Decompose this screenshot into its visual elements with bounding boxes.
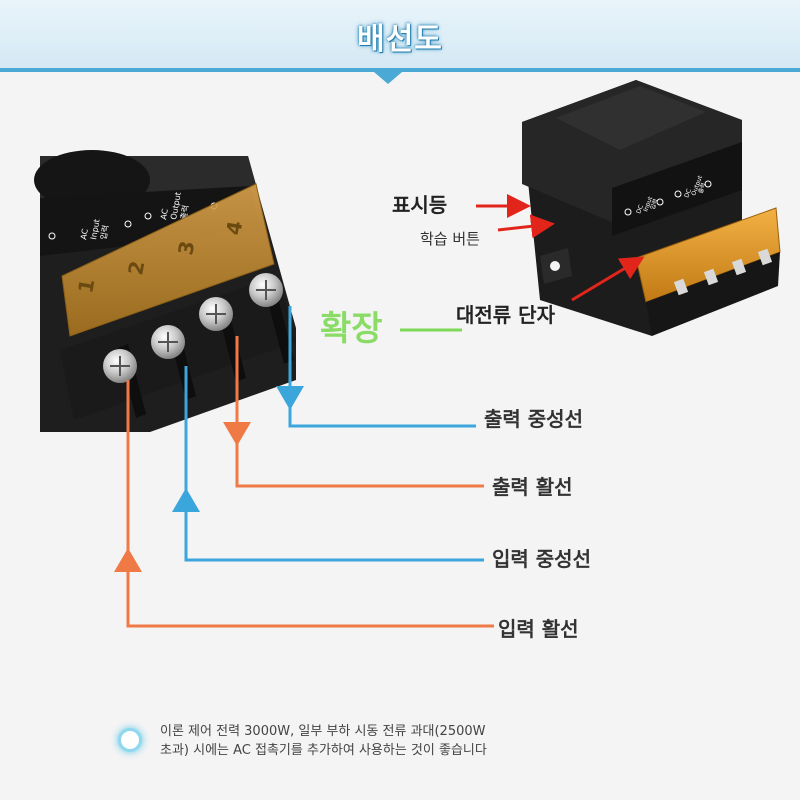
dc-input-label-3: 입력 <box>648 198 659 211</box>
header-notch <box>374 72 402 84</box>
ac-input-label-3: 입력 <box>98 224 110 240</box>
terminal-digit-2: 2 <box>123 259 149 277</box>
wire-lines <box>126 306 494 628</box>
input-neutral-wire <box>184 366 484 562</box>
large-terminal-block: AC Input 입력 AC Output 출력 1 2 3 4 <box>34 150 296 432</box>
ac-output-label-1: AC <box>159 208 170 221</box>
footer-note: 이론 제어 전력 3000W, 일부 부하 시동 전류 과대(2500W 초과)… <box>160 722 580 760</box>
wiring-diagram: AC Input 입력 AC Output 출력 1 2 3 4 <box>34 80 781 641</box>
terminal-digit-4: 4 <box>221 219 247 237</box>
learn-button-pointer-arrow <box>497 214 555 239</box>
output-live-wire <box>235 336 484 488</box>
footer-note-line-2: 초과) 시에는 AC 접촉기를 추가하여 사용하는 것이 좋습니다 <box>160 743 487 758</box>
output-live-arrow <box>223 422 251 446</box>
amber-terminal-cover <box>61 183 275 337</box>
header-banner: 배선도 <box>0 0 800 72</box>
footer-note-line-1: 이론 제어 전력 3000W, 일부 부하 시동 전류 과대(2500W <box>160 724 486 739</box>
output-neutral-label: 출력 중성선 <box>484 407 583 431</box>
output-neutral-wire <box>288 306 476 428</box>
dc-input-label-1: DC <box>635 204 645 215</box>
indicator-light-label: 표시등 <box>392 193 447 217</box>
terminal-pointer-arrow <box>571 256 645 302</box>
learn-button-label: 학습 버튼 <box>420 230 480 248</box>
screw-terminals <box>103 273 283 383</box>
high-current-terminal-label: 대전류 단자 <box>456 303 556 327</box>
input-live-arrow <box>114 548 142 572</box>
input-live-wire <box>126 380 494 628</box>
terminal-digit-1: 1 <box>73 277 99 295</box>
input-neutral-label: 입력 중성선 <box>492 547 591 571</box>
dc-output-label-1: DC <box>683 188 693 199</box>
page-title: 배선도 <box>357 22 443 57</box>
dc-output-label-3: 출력 <box>696 182 707 195</box>
output-neutral-arrow <box>276 386 304 410</box>
ac-input-label-1: AC <box>79 228 90 241</box>
terminal-digit-3: 3 <box>173 239 199 257</box>
input-live-label: 입력 활선 <box>498 617 579 641</box>
output-live-label: 출력 활선 <box>492 475 573 499</box>
ac-input-label-2: Input <box>89 218 101 240</box>
expand-label: 확장 <box>320 309 383 349</box>
wire-arrowheads <box>114 386 304 572</box>
input-neutral-arrow <box>172 488 200 512</box>
info-dot-icon <box>118 728 142 752</box>
small-relay-module: DC Input 입력 DC Output 출력 <box>522 80 781 336</box>
